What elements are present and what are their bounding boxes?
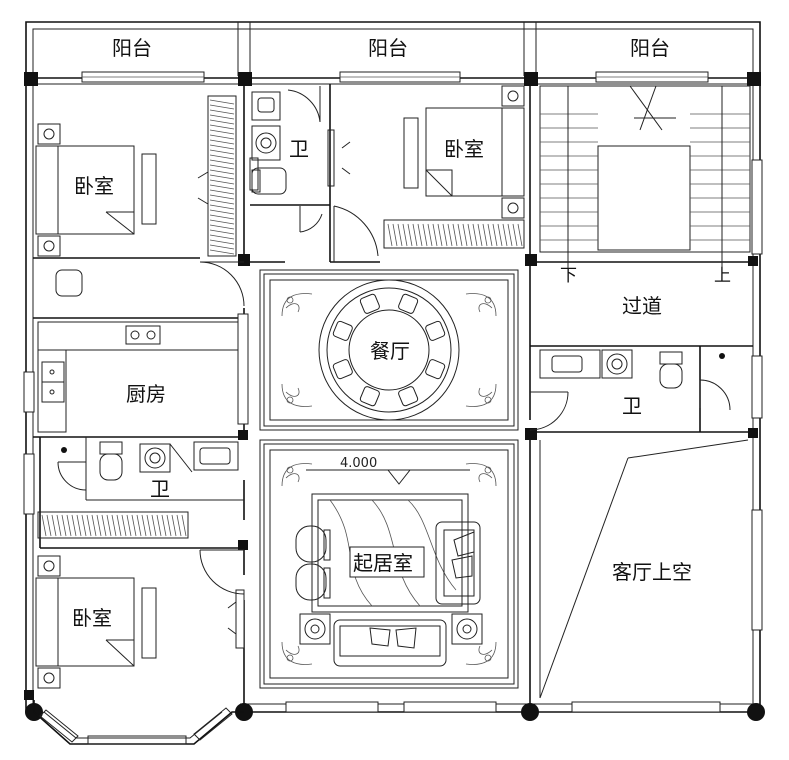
- bay-window: [33, 700, 244, 745]
- kitchen-fixtures: [37, 321, 239, 433]
- bedroom-top-middle-label: 卧室: [444, 137, 484, 161]
- dining-area: [259, 269, 519, 431]
- staircase: [539, 85, 751, 270]
- stair-down-label: 下: [560, 266, 577, 286]
- balcony-right-label: 阳台: [630, 36, 670, 60]
- interior-walls: [33, 78, 753, 712]
- bath-top-label: 卫: [289, 137, 309, 161]
- wardrobes: [37, 95, 525, 539]
- elevation-marker: 4.000: [340, 456, 377, 471]
- living-label: 起居室: [353, 551, 413, 575]
- windows: [23, 71, 763, 713]
- stair-up-label: 上: [714, 266, 731, 286]
- living-void-label: 客厅上空: [612, 560, 692, 584]
- bedroom-bottom-left-label: 卧室: [72, 606, 112, 630]
- bedroom-top-left-label: 卧室: [74, 174, 114, 198]
- bed-top-middle: [403, 85, 525, 219]
- balcony-rail: [25, 21, 761, 76]
- doors: [57, 141, 731, 635]
- bath-right-label: 卫: [622, 394, 642, 418]
- bath-left-label: 卫: [150, 477, 170, 501]
- void-lines: [539, 439, 749, 699]
- bath-right-fixtures: [539, 349, 725, 389]
- kitchen-label: 厨房: [126, 382, 166, 406]
- balcony-left-label: 阳台: [112, 36, 152, 60]
- bath-top-fixtures: [251, 86, 335, 233]
- bath-left-fixtures: [61, 441, 239, 481]
- bed-top-left: [35, 123, 157, 297]
- living-area: [259, 439, 519, 689]
- bed-bottom-left: [35, 555, 157, 689]
- balcony-middle-label: 阳台: [368, 36, 408, 60]
- dining-label: 餐厅: [370, 339, 410, 363]
- corridor-label: 过道: [622, 294, 662, 318]
